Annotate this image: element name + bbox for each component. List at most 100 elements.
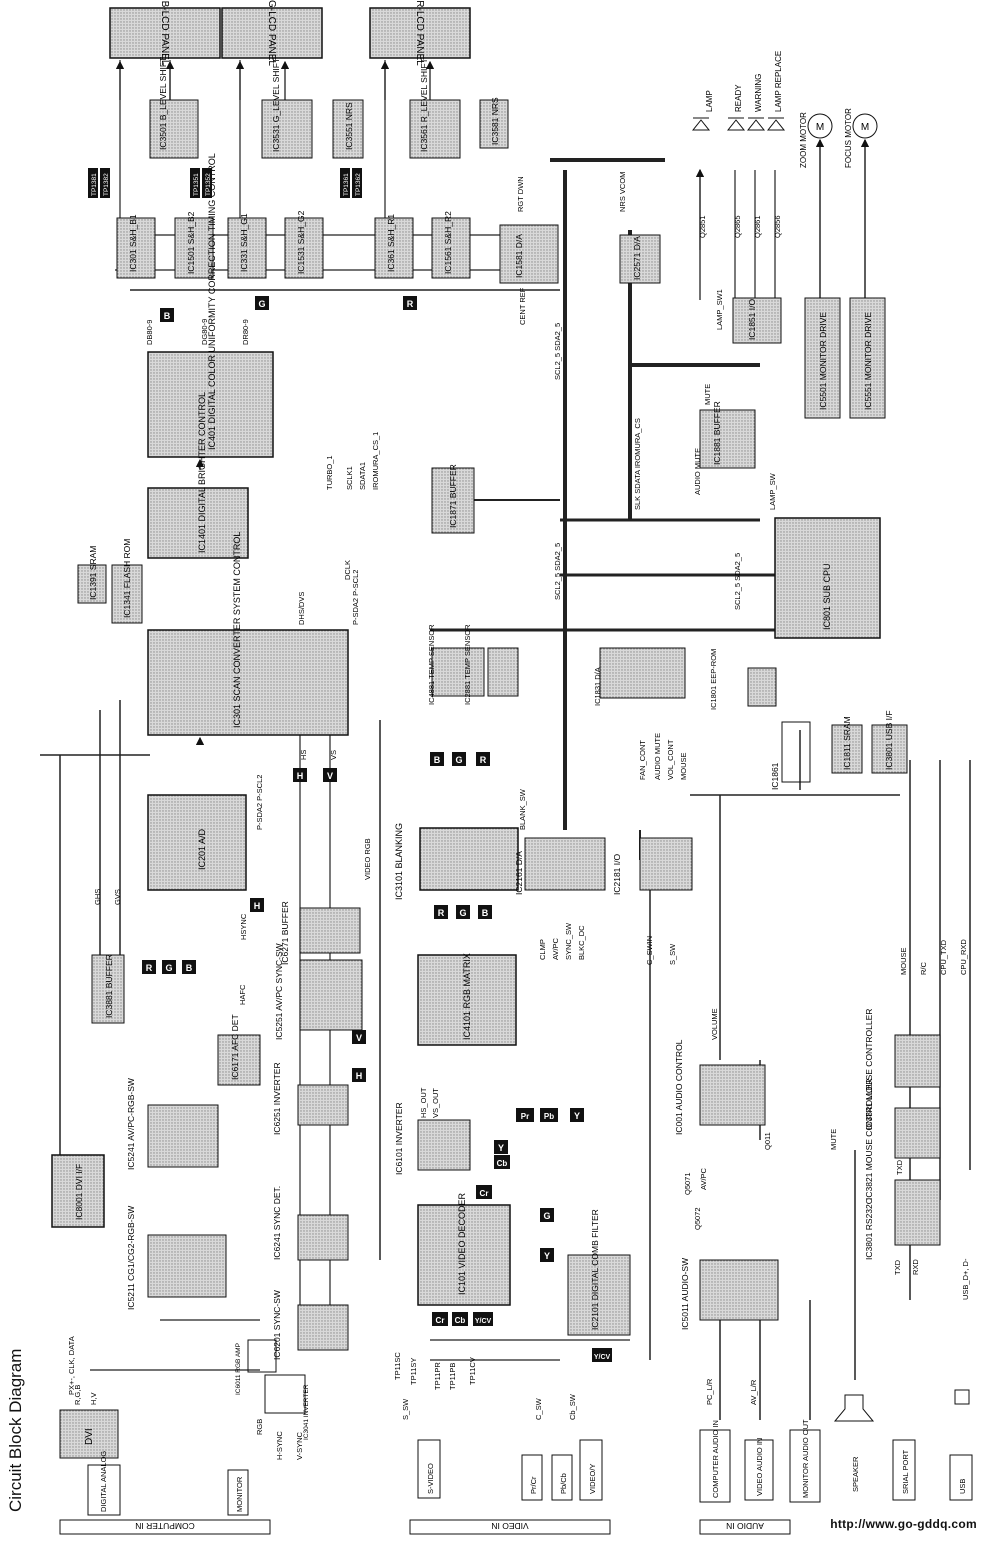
sig-mouse: MOUSE: [899, 947, 908, 975]
badge-h-3: H: [352, 1068, 366, 1082]
svg-text:G: G: [543, 1211, 550, 1221]
sig-avpc: AV/PC: [551, 937, 560, 960]
connector-prcr: [521, 1454, 543, 1501]
svg-text:G: G: [165, 963, 172, 973]
ic5241-label: IC5241 AV/PC-RGB-SW: [126, 1078, 136, 1170]
ic2881-block: IC2881 TEMP SENSOR: [463, 624, 519, 705]
ic3801-usb-label: IC3801 USB I/F: [884, 710, 894, 770]
pbcb-label: Pb/Cb: [559, 1473, 568, 1494]
svg-text:R: R: [438, 908, 445, 918]
ic331-block: IC331 S&H_G1: [227, 213, 267, 279]
ic5501-block: IC5501 MONITOR DRIVE: [804, 297, 841, 419]
sig-hafc: HAFC: [238, 984, 247, 1005]
warning-led-icon: [746, 117, 766, 131]
lamp-replace-led-icon: [766, 117, 786, 131]
sig-hsync: HSYNC: [239, 913, 248, 940]
sig-scl-2: SCL2_5 SDA2_5: [553, 543, 562, 600]
dvi-label: DVI: [84, 1428, 95, 1445]
ic3801-label: IC3801 RS232C: [864, 1198, 874, 1260]
ic3821-block: IC3821 MOUSE CONTROLLER: [864, 1079, 941, 1200]
badge-pr: Pr: [516, 1108, 534, 1122]
tp-badge: TP1362: [352, 168, 362, 198]
svg-text:Y: Y: [544, 1251, 550, 1261]
svg-text:Cr: Cr: [480, 1189, 489, 1198]
usb-label: USB: [958, 1479, 967, 1494]
badge-v-2: V: [352, 1030, 366, 1044]
sig-db: DB80-9: [145, 320, 154, 345]
badge-pb: Pb: [540, 1108, 558, 1122]
sig-nrs: NRS VCOM: [618, 172, 627, 212]
sig-tp-sc: TP11SC: [393, 1352, 402, 1380]
svg-text:Y/CV: Y/CV: [594, 1354, 611, 1361]
outputs: LAMP READY WARNING LAMP REPLACE M M ZOOM…: [691, 51, 878, 168]
ic1871-block: IC1871 BUFFER: [431, 464, 475, 534]
vsync-label: V-SYNC: [295, 1431, 304, 1460]
ready-label: READY: [734, 84, 743, 112]
tp-badge: TP1351: [190, 168, 200, 198]
badge-y-3: Y: [540, 1248, 554, 1262]
ic1501-block: IC1501 S&H_B2: [174, 211, 214, 279]
badge-ycv-1: Y/CV: [473, 1312, 493, 1326]
ic1531-label: IC1531 S&H_G2: [296, 210, 306, 274]
sig-tp-cv: TP11CV: [468, 1357, 477, 1385]
ic6271-block: IC6271 BUFFER: [280, 901, 361, 965]
videoy-label: VIDEO/Y: [588, 1464, 597, 1494]
ic4101-label: IC4101 RGB MATRIX: [462, 953, 472, 1040]
ic1341-label: IC1341 FLASH ROM: [122, 539, 132, 618]
sig-fan: FAN_CONT: [638, 740, 647, 780]
sig-rxd: RXD: [911, 1259, 920, 1275]
ic6011-label: IC6011 RGB AMP: [235, 1343, 242, 1395]
ic1811-block: IC1811 SRAM: [831, 716, 863, 774]
ic1851-label: IC1851 I/O: [747, 299, 757, 340]
computer-audio-label: COMPUTER AUDIO IN: [711, 1420, 720, 1498]
sig-pxclk: PX+-, CLK, DATA: [67, 1336, 76, 1395]
badge-b-4: B: [478, 905, 492, 919]
computer-in-label: COMPUTER IN: [135, 1521, 195, 1531]
svg-text:Pr: Pr: [521, 1112, 529, 1121]
page-title: Circuit Block Diagram: [6, 1348, 25, 1512]
sig-sclk2: SLK SDATA IROMURA_CS: [633, 418, 642, 510]
ic-blocks: IC3501 B_LEVEL SHIFT IC3531 G_LEVEL SHIF…: [51, 57, 941, 1459]
sig-psda-2: P-SDA2 P-SCL2: [255, 775, 264, 830]
svg-text:G: G: [455, 755, 462, 765]
lamp-label: LAMP: [705, 90, 714, 112]
connector-computer-audio: [699, 1429, 731, 1503]
digital-analog-label: DIGITAL ANALOG: [99, 1451, 108, 1512]
ic5551-label: IC5551 MONITOR DRIVE: [863, 312, 873, 410]
sig-iromura: IROMURA_CS_1: [371, 432, 380, 490]
sig-clmp: CLMP: [538, 939, 547, 960]
svg-text:G: G: [258, 299, 265, 309]
ic361-block: IC361 S&H_R1: [374, 214, 414, 279]
ic6271-label: IC6271 BUFFER: [280, 901, 290, 965]
ic3881-label: IC3881 BUFFER: [104, 954, 114, 1018]
color-badges: B G R H V B G R R G B H R G B V H Pr Pb …: [142, 296, 612, 1362]
ic1341-block: IC1341 FLASH ROM: [111, 539, 143, 624]
ic5211-block: IC5211 CG1/CG2-RGB-SW: [126, 1206, 227, 1310]
svideo-label: S-VIDEO: [426, 1463, 435, 1494]
focus-motor-icon: [852, 113, 878, 139]
badge-g-1: G: [255, 296, 269, 310]
sig-ghs: GHS: [93, 889, 102, 905]
ic1501-label: IC1501 S&H_B2: [186, 211, 196, 274]
ic1861-block: IC1861: [770, 721, 811, 790]
ic2181-label: IC2181 I/O: [612, 854, 622, 895]
ic1561-label: IC1561 S&H_R2: [443, 211, 453, 274]
ic2181-block: IC2181 I/O: [612, 837, 693, 895]
ic6171-block: IC6171 AFC DET: [217, 1014, 261, 1086]
tp-badge: TP1361: [340, 168, 350, 198]
sig-cswin: C_SWIN: [645, 936, 654, 965]
sig-avpc2: AV/PC: [699, 1167, 708, 1190]
video-in-label: VIDEO IN: [491, 1521, 528, 1531]
ic6101-label: IC6101 INVERTER: [394, 1102, 404, 1175]
ic1831-label: IC1831 D/A: [593, 667, 602, 706]
ic3561-label: IC3561 R_LEVEL SHIFT: [419, 58, 429, 152]
svg-text:Cb: Cb: [497, 1159, 508, 1168]
ic1561-block: IC1561 S&H_R2: [431, 211, 471, 279]
ic1801-block: IC1801 EEP-ROM: [709, 649, 777, 710]
ic3821-label: IC3821 MOUSE CONTROLLER: [864, 1079, 874, 1200]
q5071-label: Q5071: [683, 1172, 692, 1195]
connector-digital-analog: [87, 1464, 121, 1516]
ic2101-label: IC2101 DIGITAL COMB FILTER: [590, 1209, 600, 1330]
ic1391-block: IC1391 SRAM: [77, 546, 107, 604]
